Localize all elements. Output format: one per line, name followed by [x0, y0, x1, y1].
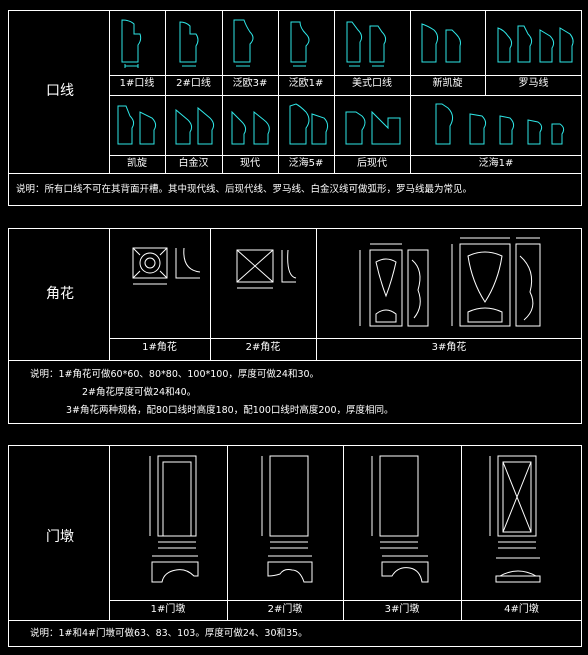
corner-label-1: 1#角花 — [142, 342, 177, 353]
corner-section — [8, 228, 582, 424]
col-div — [334, 10, 335, 95]
molding-label-7: 罗马线 — [518, 78, 549, 89]
molding-label-2: 2#口线 — [176, 78, 211, 89]
door-label-2: 2#门墩 — [267, 604, 303, 615]
molding-profile-drawings-row1 — [121, 19, 574, 68]
molding-label-divider-1 — [109, 75, 582, 76]
corner-drawings — [132, 237, 541, 327]
col-div — [461, 445, 462, 620]
door-title-divider — [109, 445, 110, 620]
corner-note-2: 2#角花厚度可做24和40。 — [82, 387, 197, 398]
molding-note-divider — [8, 173, 582, 174]
molding-title-divider — [109, 10, 110, 173]
molding-label-11: 泛海5# — [288, 158, 324, 169]
corner-title: 角花 — [46, 286, 74, 302]
door-section — [8, 445, 582, 647]
corner-label-divider — [109, 338, 582, 339]
col-div — [165, 10, 166, 95]
molding-label-3: 泛欧3# — [232, 78, 268, 89]
molding-label-6: 新凯旋 — [432, 78, 463, 89]
col-div — [278, 10, 279, 95]
col-div — [410, 10, 411, 95]
door-drawings — [149, 455, 541, 583]
door-title: 门墩 — [46, 529, 74, 545]
door-note: 说明：1#和4#门墩可做63、83、103。厚度可做24、30和35。 — [30, 628, 308, 639]
col-div — [316, 228, 317, 360]
molding-section — [8, 10, 582, 206]
molding-label-5: 美式口线 — [352, 78, 392, 89]
molding-row-divider — [109, 95, 582, 96]
molding-profile-drawings-row2 — [117, 103, 565, 145]
door-label-divider — [109, 600, 582, 601]
corner-title-divider — [109, 228, 110, 360]
col-div — [210, 228, 211, 360]
molding-label-8: 凯旋 — [127, 158, 147, 169]
col-div — [165, 95, 166, 173]
col-div — [227, 445, 228, 620]
col-div — [278, 95, 279, 173]
molding-note: 说明：所有口线不可在其背面开槽。其中现代线、后现代线、罗马线、白金汉线可做弧形，… — [16, 184, 473, 195]
corner-label-3: 3#角花 — [431, 342, 467, 353]
corner-note-divider — [8, 360, 582, 361]
molding-label-10: 现代 — [240, 158, 260, 169]
molding-label-13: 泛海1# — [478, 158, 514, 169]
molding-label-1: 1#口线 — [119, 78, 155, 89]
col-div — [222, 10, 223, 95]
molding-label-divider-2 — [109, 155, 582, 156]
molding-label-9: 白金汉 — [178, 158, 209, 169]
molding-label-4: 泛欧1# — [288, 78, 324, 89]
corner-note-3: 3#角花两种规格，配80口线时高度180，配100口线时高度200，厚度相同。 — [66, 405, 394, 416]
col-div — [334, 95, 335, 173]
door-label-4: 4#门墩 — [504, 604, 539, 615]
door-label-3: 3#门墩 — [384, 604, 420, 615]
col-div — [485, 10, 486, 95]
corner-label-2: 2#角花 — [245, 342, 281, 353]
molding-label-12: 后现代 — [357, 158, 387, 169]
door-note-divider — [8, 620, 582, 621]
door-label-1: 1#门墩 — [150, 604, 186, 615]
molding-title: 口线 — [46, 83, 74, 99]
col-div — [222, 95, 223, 173]
col-div — [410, 95, 411, 173]
col-div — [343, 445, 344, 620]
corner-note-1: 说明：1#角花可做60*60、80*80、100*100，厚度可做24和30。 — [30, 369, 320, 380]
